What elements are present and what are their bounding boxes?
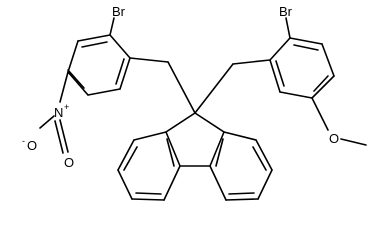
double-bond-inner bbox=[135, 192, 162, 195]
double-bond-inner bbox=[81, 41, 108, 48]
bond bbox=[117, 139, 135, 171]
nitro-minus-charge: - bbox=[22, 136, 25, 146]
bond bbox=[119, 57, 131, 90]
bromine-atom-right: Br bbox=[279, 4, 293, 19]
fluorene-right-benzo-ring bbox=[209, 131, 273, 201]
double-bond-inner bbox=[252, 146, 267, 171]
bond bbox=[117, 169, 133, 200]
bond bbox=[77, 34, 111, 42]
structure-diagram: Br N + O - O Br O bbox=[22, 4, 367, 201]
nitrogen-atom: N bbox=[54, 105, 63, 120]
double-bond-inner bbox=[275, 60, 285, 87]
bond bbox=[87, 88, 121, 96]
bond-ring-ch2-right bbox=[232, 59, 271, 65]
bond bbox=[109, 34, 131, 59]
bond bbox=[255, 139, 273, 171]
bond-c-n bbox=[59, 71, 69, 103]
bond bbox=[269, 59, 281, 93]
oxygen-atom-nitro-double: O bbox=[64, 155, 74, 170]
bond bbox=[311, 75, 335, 99]
oxygen-atom-methoxy: O bbox=[329, 131, 339, 146]
bond-ch2-c9-left bbox=[167, 61, 196, 114]
bond-n-o-double bbox=[54, 120, 64, 154]
bond-c-br bbox=[109, 17, 115, 36]
bond bbox=[163, 165, 181, 201]
double-bond-inner bbox=[313, 75, 329, 92]
molecule-canvas: Br N + O - O Br O bbox=[22, 4, 367, 201]
bond bbox=[165, 131, 181, 167]
bond bbox=[257, 169, 273, 200]
bond bbox=[133, 131, 167, 141]
bond bbox=[223, 131, 257, 141]
bond bbox=[194, 112, 225, 133]
bond bbox=[289, 37, 323, 45]
bond-c-br bbox=[285, 17, 291, 39]
bond bbox=[209, 165, 227, 201]
nitro-plus-charge: + bbox=[64, 102, 69, 112]
left-aryl-ring bbox=[67, 34, 131, 96]
bond bbox=[269, 37, 291, 61]
bond bbox=[67, 71, 89, 96]
double-bond-inner bbox=[166, 138, 175, 167]
double-bond-inner bbox=[123, 146, 138, 171]
double-bond-inner bbox=[215, 138, 224, 167]
double-bond-inner bbox=[228, 192, 255, 195]
bond bbox=[209, 131, 225, 167]
double-bond-inner bbox=[115, 58, 125, 85]
bond bbox=[225, 198, 259, 201]
bond bbox=[321, 43, 335, 77]
bond bbox=[67, 40, 79, 73]
double-bond-inner bbox=[293, 44, 319, 51]
oxygen-atom-nitro-minus: O bbox=[27, 138, 37, 153]
bond-ch2-c9-right bbox=[194, 63, 234, 114]
bond-n-o-minus bbox=[39, 115, 55, 129]
bond-o-ch3 bbox=[340, 138, 367, 146]
bond-n-o-double bbox=[59, 119, 69, 153]
bond-ring-ch2-left bbox=[129, 57, 169, 63]
bromine-atom-left: Br bbox=[112, 4, 126, 19]
bond bbox=[165, 112, 196, 133]
bond bbox=[131, 198, 165, 201]
fluorene-five-ring bbox=[165, 112, 225, 167]
right-aryl-ring bbox=[269, 37, 335, 99]
bond bbox=[279, 91, 313, 99]
fluorene-left-benzo-ring bbox=[117, 131, 181, 201]
double-bond-inner bbox=[67, 69, 85, 89]
bond-c-o bbox=[311, 97, 329, 131]
